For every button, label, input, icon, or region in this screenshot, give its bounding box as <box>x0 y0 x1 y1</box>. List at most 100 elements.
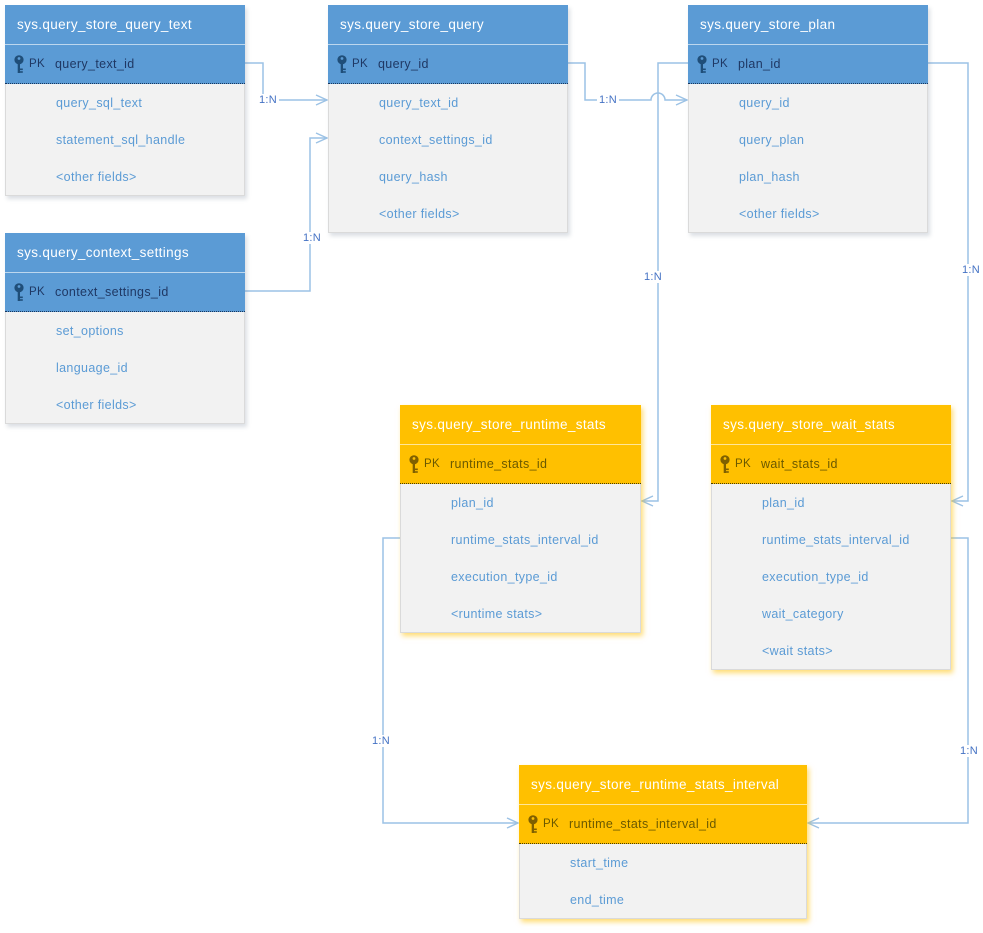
field-row: execution_type_id <box>712 558 950 595</box>
entity-title: sys.query_context_settings <box>5 233 245 273</box>
field-row: language_id <box>6 349 244 386</box>
field-row: query_plan <box>689 121 927 158</box>
field-name: query_id <box>739 95 790 110</box>
field-name: set_options <box>56 323 124 338</box>
pk-field-name: plan_id <box>738 57 781 71</box>
pk-field-name: runtime_stats_interval_id <box>569 817 717 831</box>
field-name: context_settings_id <box>379 132 493 147</box>
pk-field-name: context_settings_id <box>55 285 169 299</box>
pk-label: PK <box>712 58 729 70</box>
cardinality-label: 1:N <box>959 264 983 276</box>
field-row: query_id <box>689 84 927 121</box>
cardinality-label: 1:N <box>641 271 665 283</box>
pk-label: PK <box>29 58 46 70</box>
field-row: plan_id <box>712 484 950 521</box>
field-row: runtime_stats_interval_id <box>712 521 950 558</box>
field-row: <other fields> <box>6 386 244 423</box>
entity-query-context-settings: sys.query_context_settings PK context_se… <box>5 233 245 424</box>
pk-row: PK context_settings_id <box>5 273 245 312</box>
primary-key-icon <box>527 814 543 834</box>
field-name: runtime_stats_interval_id <box>762 532 910 547</box>
field-name: query_plan <box>739 132 805 147</box>
field-name: plan_hash <box>739 169 800 184</box>
connector-contextsettings-to-query <box>245 132 329 292</box>
primary-key-icon <box>696 54 712 74</box>
primary-key-icon <box>336 54 352 74</box>
field-name: start_time <box>570 855 629 870</box>
pk-row: PK wait_stats_id <box>711 445 951 484</box>
field-row: query_sql_text <box>6 84 244 121</box>
field-row: set_options <box>6 312 244 349</box>
entity-fields: query_sql_text statement_sql_handle <oth… <box>5 84 245 196</box>
pk-field-name: query_text_id <box>55 57 135 71</box>
cardinality-label: 1:N <box>957 745 981 757</box>
field-row: execution_type_id <box>401 558 640 595</box>
entity-query-store-runtime-stats: sys.query_store_runtime_stats PK runtime… <box>400 405 641 633</box>
field-name: query_sql_text <box>56 95 143 110</box>
entity-query-store-runtime-stats-interval: sys.query_store_runtime_stats_interval P… <box>519 765 807 919</box>
pk-label: PK <box>424 458 441 470</box>
field-name: language_id <box>56 360 128 375</box>
pk-row: PK plan_id <box>688 45 928 84</box>
field-name: <other fields> <box>56 169 137 184</box>
field-row: plan_id <box>401 484 640 521</box>
entity-query-store-plan: sys.query_store_plan PK plan_id query_id… <box>688 5 928 233</box>
entity-fields: start_time end_time <box>519 844 807 919</box>
field-row: context_settings_id <box>329 121 567 158</box>
field-name: <runtime stats> <box>451 606 543 621</box>
field-row: <other fields> <box>689 195 927 232</box>
connector-query-to-plan <box>568 62 689 106</box>
entity-fields: plan_id runtime_stats_interval_id execut… <box>400 484 641 633</box>
field-name: <other fields> <box>379 206 460 221</box>
field-row: runtime_stats_interval_id <box>401 521 640 558</box>
primary-key-icon <box>719 454 735 474</box>
pk-label: PK <box>735 458 752 470</box>
field-row: <wait stats> <box>712 632 950 669</box>
field-name: <other fields> <box>56 397 137 412</box>
pk-field-name: runtime_stats_id <box>450 457 548 471</box>
pk-field-name: query_id <box>378 57 429 71</box>
field-row: <other fields> <box>329 195 567 232</box>
field-name: <wait stats> <box>762 643 833 658</box>
pk-row: PK runtime_stats_id <box>400 445 641 484</box>
field-row: <other fields> <box>6 158 244 195</box>
field-row: query_hash <box>329 158 567 195</box>
entity-title: sys.query_store_query <box>328 5 568 45</box>
field-name: runtime_stats_interval_id <box>451 532 599 547</box>
primary-key-icon <box>13 282 29 302</box>
field-name: end_time <box>570 892 625 907</box>
entity-query-store-query-text: sys.query_store_query_text PK query_text… <box>5 5 245 196</box>
entity-query-store-query: sys.query_store_query PK query_id query_… <box>328 5 568 233</box>
field-row: wait_category <box>712 595 950 632</box>
primary-key-icon <box>408 454 424 474</box>
cardinality-label: 1:N <box>300 232 324 244</box>
entity-query-store-wait-stats: sys.query_store_wait_stats PK wait_stats… <box>711 405 951 670</box>
field-row: query_text_id <box>329 84 567 121</box>
field-name: execution_type_id <box>451 569 558 584</box>
cardinality-label: 1:N <box>256 94 280 106</box>
field-row: statement_sql_handle <box>6 121 244 158</box>
pk-label: PK <box>29 286 46 298</box>
field-row: start_time <box>520 844 806 881</box>
cardinality-label: 1:N <box>369 735 393 747</box>
field-name: <other fields> <box>739 206 820 221</box>
field-name: statement_sql_handle <box>56 132 186 147</box>
field-row: plan_hash <box>689 158 927 195</box>
entity-fields: query_id query_plan plan_hash <other fie… <box>688 84 928 233</box>
cardinality-label: 1:N <box>596 94 620 106</box>
pk-row: PK query_text_id <box>5 45 245 84</box>
field-name: plan_id <box>762 495 805 510</box>
entity-fields: plan_id runtime_stats_interval_id execut… <box>711 484 951 670</box>
field-name: plan_id <box>451 495 494 510</box>
pk-field-name: wait_stats_id <box>761 457 838 471</box>
field-name: query_hash <box>379 169 448 184</box>
pk-row: PK query_id <box>328 45 568 84</box>
pk-label: PK <box>352 58 369 70</box>
field-name: query_text_id <box>379 95 459 110</box>
entity-fields: set_options language_id <other fields> <box>5 312 245 424</box>
field-row: <runtime stats> <box>401 595 640 632</box>
entity-title: sys.query_store_wait_stats <box>711 405 951 445</box>
entity-title: sys.query_store_plan <box>688 5 928 45</box>
pk-row: PK runtime_stats_interval_id <box>519 805 807 844</box>
